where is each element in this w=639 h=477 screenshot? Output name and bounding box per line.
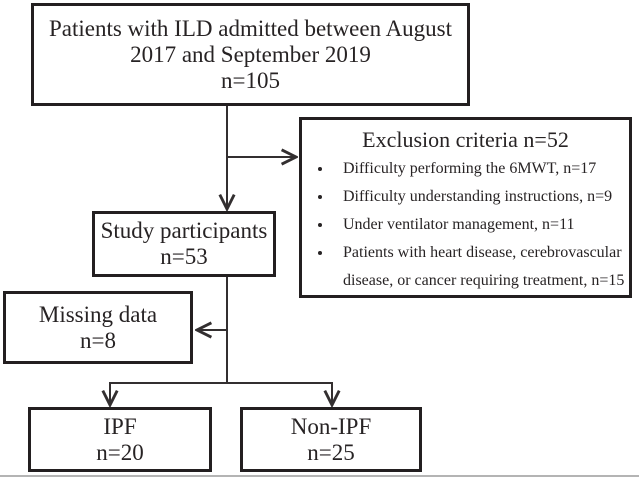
missing-data-box: Missing data n=8 — [3, 291, 193, 364]
exclusion-item: Difficulty understanding instructions, n… — [302, 183, 629, 211]
study-participants-box: Study participants n=53 — [92, 211, 276, 277]
page-divider-line — [0, 475, 639, 477]
study-participants-label: Study participants — [100, 218, 268, 243]
patients-title-line2: 2017 and September 2019 — [130, 41, 371, 67]
exclusion-item-text: Difficulty performing the 6MWT, n=17 — [343, 160, 597, 177]
patients-box: Patients with ILD admitted between Augus… — [31, 3, 470, 106]
exclusion-item-text: Under ventilator management, n=11 — [343, 216, 575, 233]
non-ipf-label: Non-IPF — [290, 413, 372, 439]
non-ipf-box: Non-IPF n=25 — [240, 407, 422, 472]
ipf-box: IPF n=20 — [28, 407, 212, 472]
exclusion-title: Exclusion criteria n=52 — [362, 127, 569, 152]
exclusion-box: Exclusion criteria n=52 Difficulty perfo… — [299, 117, 632, 298]
exclusion-item: Under ventilator management, n=11 — [302, 211, 629, 239]
ipf-count: n=20 — [96, 439, 144, 465]
bullet-icon — [318, 251, 322, 255]
exclusion-item: Patients with heart disease, cerebrovasc… — [302, 239, 629, 295]
bullet-icon — [318, 195, 322, 199]
exclusion-list: Difficulty performing the 6MWT, n=17 Dif… — [302, 155, 629, 295]
patients-title-line1: Patients with ILD admitted between Augus… — [48, 15, 453, 41]
bullet-icon — [318, 223, 322, 227]
non-ipf-count: n=25 — [307, 439, 355, 465]
exclusion-item: Difficulty performing the 6MWT, n=17 — [302, 155, 629, 183]
ipf-label: IPF — [103, 413, 137, 439]
exclusion-item-text: Difficulty understanding instructions, n… — [343, 188, 613, 205]
missing-data-count: n=8 — [80, 327, 116, 353]
missing-data-label: Missing data — [38, 301, 158, 327]
exclusion-item-text: Patients with heart disease, cerebrovasc… — [343, 244, 625, 289]
bullet-icon — [318, 167, 322, 171]
patients-count: n=105 — [221, 67, 280, 93]
study-participants-count: n=53 — [160, 244, 208, 269]
